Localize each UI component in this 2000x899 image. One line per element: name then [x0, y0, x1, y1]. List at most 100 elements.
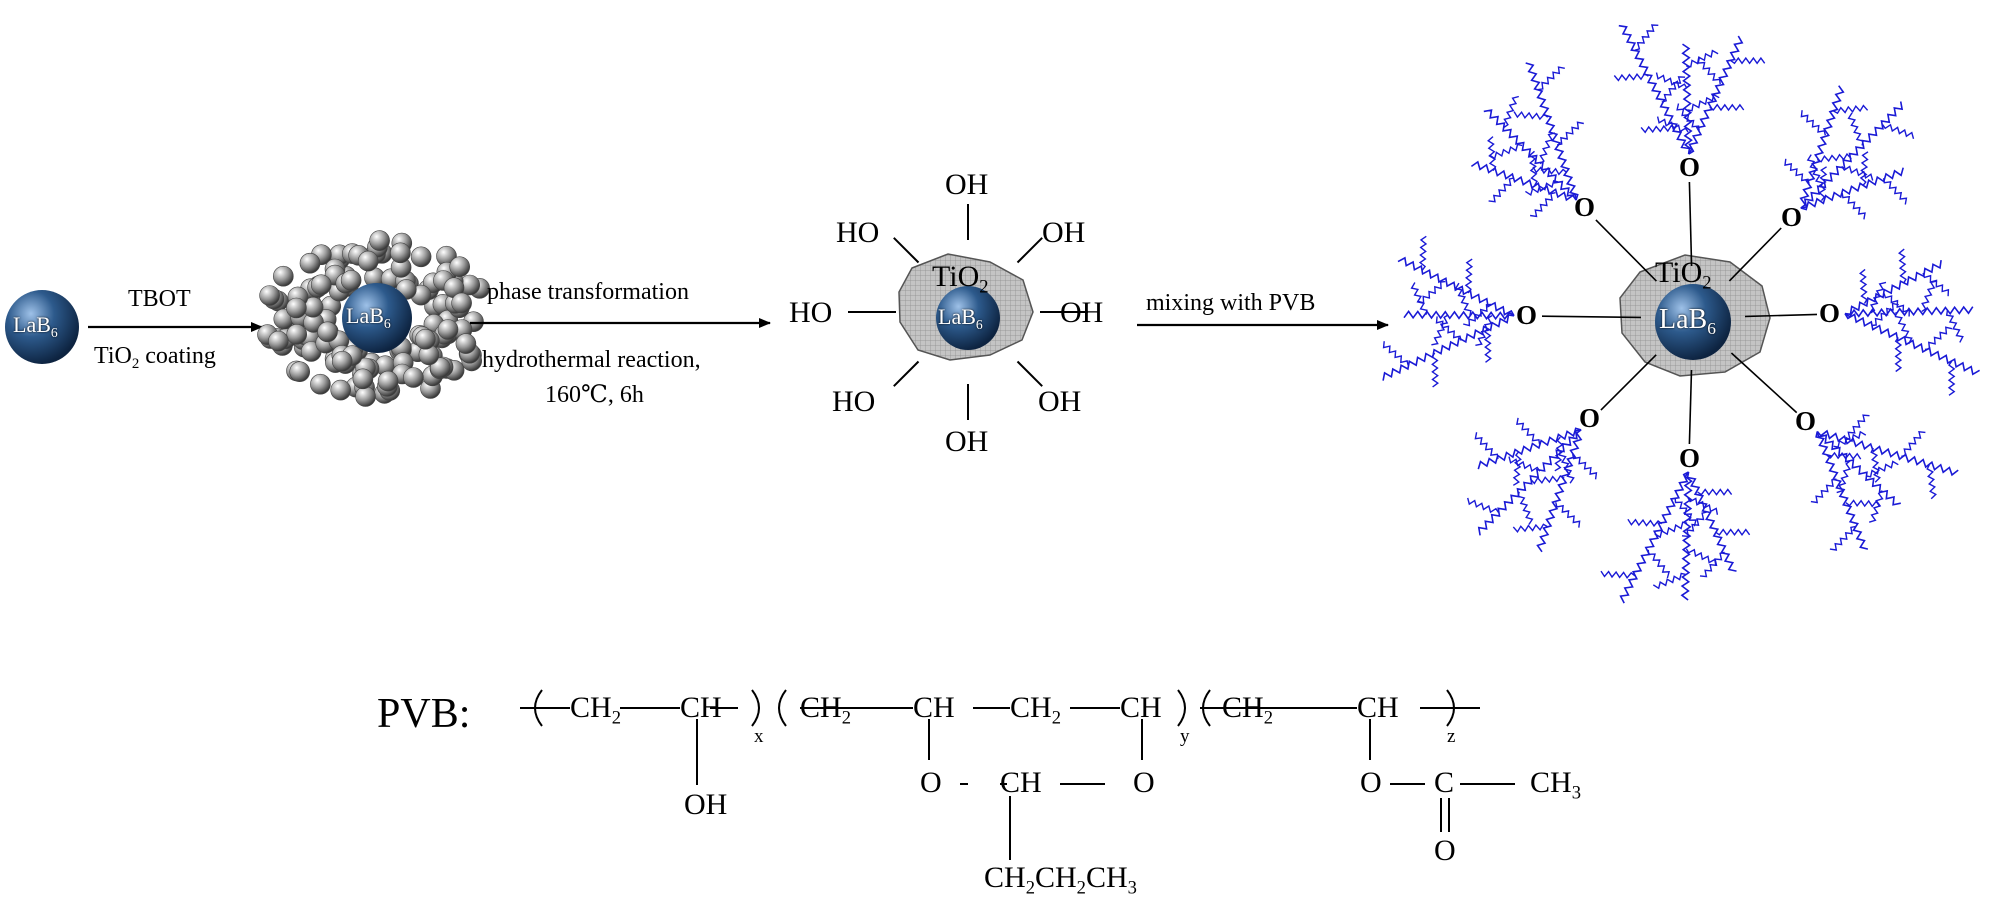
- pvb-chain-branch: [1487, 136, 1497, 172]
- pvb-chain-branch: [1512, 451, 1522, 486]
- tio2-bead: [286, 297, 307, 319]
- hydroxyl-bottom-right: OH: [1038, 385, 1082, 418]
- pvb-acetal-ch: CH: [1000, 766, 1042, 799]
- pvb-chain-branch: [1697, 56, 1721, 85]
- pvb-chain-branch: [1730, 56, 1766, 65]
- hydroxyl-bottom-left: HO: [832, 385, 876, 418]
- hydroxyl-bottom: OH: [945, 425, 989, 458]
- pvb-chain-branch: [1697, 488, 1733, 496]
- tio2-bead: [286, 323, 308, 345]
- pvb-chain-branch: [1810, 478, 1837, 504]
- pvb-chain: [1799, 85, 1845, 209]
- tio2-bead: [340, 269, 362, 291]
- oxygen-bond: [1600, 354, 1657, 411]
- pvb-chain-branch: [1687, 497, 1719, 515]
- lab6-core-grafted: [1655, 284, 1731, 360]
- pvb-chain-branch: [1557, 121, 1584, 146]
- pvb-chain-branch: [1454, 282, 1472, 316]
- oxygen-bond: [1728, 227, 1782, 282]
- tio2-bead: [410, 246, 432, 268]
- pvb-chain-branch: [1512, 523, 1548, 533]
- lab6-coated-label: LaB6: [346, 303, 391, 331]
- pvb-chain-branch: [1921, 280, 1938, 312]
- oxygen-bond: [1688, 369, 1693, 445]
- oxygen-top-right: O: [1781, 202, 1803, 232]
- oxygen-bottom: O: [1679, 443, 1701, 473]
- oxygen-top: O: [1679, 152, 1701, 182]
- pvb-chain: [1477, 427, 1582, 470]
- pvb-chain-branch: [1882, 123, 1915, 139]
- pvb-chain-branch: [1676, 103, 1700, 131]
- pvb-chain-branch: [1947, 360, 1956, 396]
- pvb-chain-branch: [1652, 572, 1686, 590]
- tio2-bead: [310, 274, 332, 296]
- hydroxyl-right: OH: [1060, 296, 1104, 329]
- tio2-bead-cluster: [257, 230, 490, 407]
- pvb-chain-branch: [1431, 314, 1449, 346]
- lab6-particle-label: LaB6: [13, 312, 58, 340]
- pvb-chain-branch: [1894, 337, 1903, 373]
- pvb-chain: [1816, 429, 1959, 477]
- tio2-bead: [377, 370, 399, 392]
- hydroxyl-top-left: HO: [836, 216, 880, 249]
- hydroxyl-top: OH: [945, 168, 989, 201]
- tio2-bead: [317, 321, 338, 343]
- pvb-chain-branch: [1818, 166, 1828, 202]
- lab6-core-coated: [342, 283, 412, 353]
- oxygen-right: O: [1819, 298, 1841, 328]
- pvb-chain: [1844, 305, 1974, 318]
- pvb-chain-branch: [1558, 450, 1575, 484]
- pvb-chain-branch: [1463, 303, 1492, 327]
- pvb-chain-branch: [1674, 497, 1697, 527]
- hydroxyl-bond: [1016, 360, 1043, 387]
- pvb-chain-branch: [1525, 179, 1559, 197]
- pvb-chain-branch: [1871, 302, 1899, 327]
- pvb-ch2-1: CH2: [570, 691, 621, 729]
- pvb-chain-branch: [1901, 431, 1926, 458]
- pvb-chain-branch: [1538, 66, 1565, 91]
- pvb-chain-branch: [1845, 499, 1881, 508]
- pvb-chain-branch: [1417, 280, 1446, 304]
- tio2-bead: [268, 330, 289, 352]
- pvb-chain-branch: [1800, 110, 1826, 136]
- pvb-chain-branch: [1410, 282, 1428, 315]
- pvb-subscript-z: z: [1447, 726, 1456, 747]
- pvb-chain: [1681, 43, 1693, 155]
- pvb-chain: [1403, 310, 1515, 321]
- pvb-chain: [1800, 101, 1904, 209]
- pvb-chain-branch: [1859, 151, 1869, 187]
- pvb-chain-branch: [1483, 327, 1492, 363]
- tio2-bead: [330, 379, 352, 401]
- pvb-chain-branch: [1865, 460, 1899, 478]
- hydroxyl-top-right: OH: [1042, 216, 1086, 249]
- pvb-chain-branch: [1841, 192, 1866, 220]
- pvb-ch2-3: CH2: [1010, 691, 1061, 729]
- pvb-chain-branch: [1686, 49, 1719, 68]
- pvb-chain-branch: [1530, 192, 1556, 218]
- lab6-core-step3: [936, 286, 1000, 350]
- pvb-ch2-4: CH2: [1222, 691, 1273, 729]
- pvb-chain-branch: [1489, 143, 1523, 160]
- pvb-chain: [1618, 24, 1691, 155]
- lab6-particle: [5, 290, 79, 364]
- lab6-label-step3: LaB6: [938, 304, 983, 332]
- tio2-bead: [259, 285, 280, 306]
- tio2-bead: [355, 386, 376, 407]
- oxygen-left: O: [1516, 300, 1538, 330]
- arrow-label-mixing-pvb: mixing with PVB: [1146, 290, 1316, 316]
- arrow-label-conditions: 160℃, 6h: [545, 382, 644, 408]
- pvb-ester-o: O: [1360, 766, 1382, 799]
- pvb-chain-branch: [1513, 111, 1549, 121]
- pvb-chain: [1470, 160, 1577, 202]
- pvb-chain-branch: [1654, 521, 1688, 539]
- arrow-label-phase-transformation: phase transformation: [487, 279, 689, 305]
- oxygen-bond: [1730, 352, 1798, 414]
- pvb-chain-branch: [1922, 272, 1950, 297]
- pvb-chain: [1815, 431, 1869, 550]
- pvb-chain-branch: [1945, 310, 1964, 343]
- pvb-chain-branch: [1529, 475, 1565, 485]
- pvb-chain: [1844, 313, 1981, 376]
- pvb-chain: [1525, 62, 1579, 201]
